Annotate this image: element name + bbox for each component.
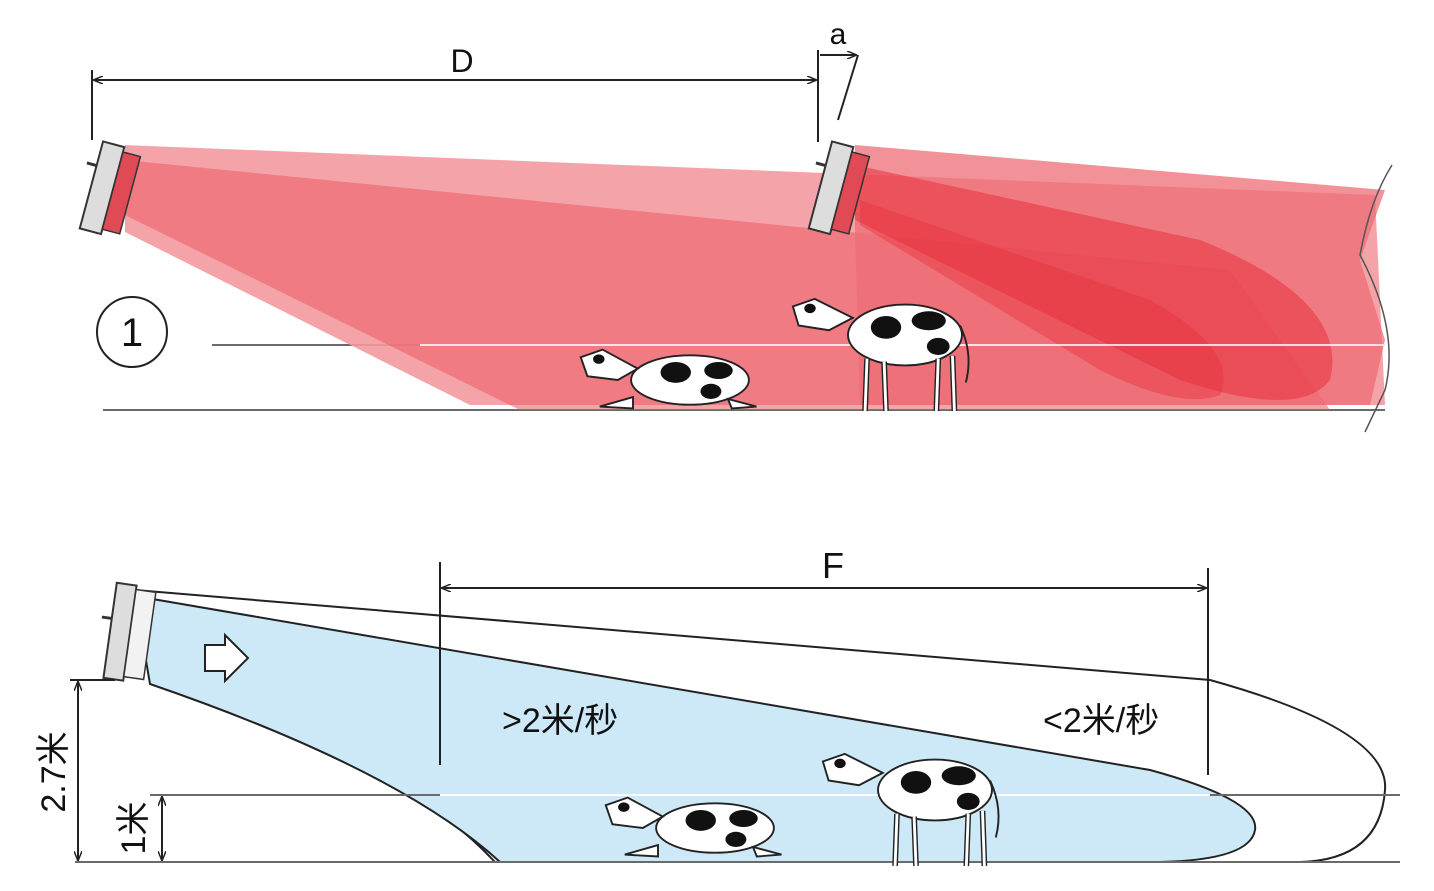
fan2-beam-lobe — [860, 200, 1224, 400]
fan2-beam-core — [855, 165, 1333, 400]
speed-low-label: <2米/秒 — [1043, 702, 1159, 740]
zone-number-label: 1 — [121, 311, 143, 355]
angle-a-line — [837, 54, 859, 121]
bottom-airflow-diagram: F >2米/秒 <2米/秒 2.7米 1米 — [35, 545, 1400, 866]
arrow-right-icon — [204, 632, 250, 684]
top-airflow-diagram: D a 1 — [78, 18, 1393, 433]
fan-unit-2 — [807, 140, 871, 236]
beam-cut-edge — [1359, 164, 1393, 433]
height-mount-label: 2.7米 — [35, 731, 73, 812]
dimension-d-label: D — [450, 43, 473, 79]
dimension-f-label: F — [822, 545, 844, 586]
angle-a-label: a — [830, 18, 847, 51]
fan-unit-1 — [78, 140, 142, 236]
speed-high-label: >2米/秒 — [502, 702, 618, 740]
height-reference-label: 1米 — [115, 802, 153, 855]
zone-number-circle — [96, 296, 168, 368]
